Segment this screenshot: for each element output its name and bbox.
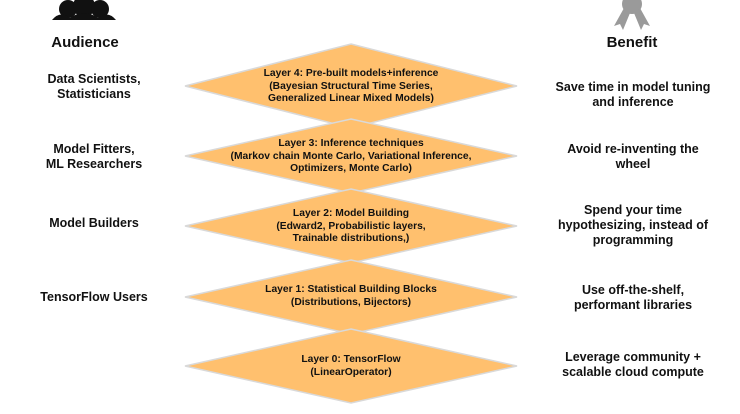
layer-1-text: Layer 1: Statistical Building Blocks (Di… [226, 284, 476, 309]
benefit-layer-3: Avoid re-inventing the wheel [540, 142, 726, 172]
audience-layer-3: Model Fitters, ML Researchers [14, 142, 174, 172]
benefit-line: performant libraries [573, 298, 693, 312]
layer-0-title: Layer 0: TensorFlow [301, 354, 401, 365]
benefit-layer-0: Leverage community + scalable cloud comp… [540, 350, 726, 380]
layer-2-detail-1: (Edward2, Probabilistic layers, [276, 220, 426, 232]
layer-3-detail-1: (Markov chain Monte Carlo, Variational I… [230, 150, 472, 162]
benefit-line: programming [592, 233, 674, 247]
benefit-line: and inference [592, 95, 674, 109]
benefit-layer-4: Save time in model tuning and inference [540, 80, 726, 110]
layer-4-detail-2: Generalized Linear Mixed Models) [268, 93, 434, 104]
layer-2-text: Layer 2: Model Building (Edward2, Probab… [226, 208, 476, 246]
layer-0-detail-1: (LinearOperator) [310, 366, 392, 378]
benefit-line: Avoid re-inventing the [567, 142, 699, 156]
benefit-header: Benefit [606, 34, 658, 51]
layer-2-detail-2: Trainable distributions,) [292, 233, 410, 244]
benefit-line: Leverage community + [565, 350, 701, 364]
audience-header: Audience [51, 34, 119, 51]
layer-0-text: Layer 0: TensorFlow (LinearOperator) [226, 354, 476, 379]
benefit-line: Save time in model tuning [555, 80, 711, 94]
audience-line: Model Fitters, [53, 142, 135, 156]
audience-layer-4: Data Scientists, Statisticians [14, 72, 174, 102]
benefit-layer-2: Spend your time hypothesizing, instead o… [540, 203, 726, 248]
benefit-layer-1: Use off-the-shelf, performant libraries [540, 283, 726, 313]
layer-3-text: Layer 3: Inference techniques (Markov ch… [226, 138, 476, 176]
audience-line: ML Researchers [45, 157, 143, 171]
layer-3-title: Layer 3: Inference techniques [278, 138, 424, 149]
layer-2-title: Layer 2: Model Building [292, 208, 410, 219]
audience-line: Model Builders [49, 216, 139, 230]
people-group-icon [52, 0, 116, 20]
benefit-line: Use off-the-shelf, [581, 283, 685, 297]
audience-line: Statisticians [57, 87, 131, 101]
layer-3-detail-2: Optimizers, Monte Carlo) [290, 163, 412, 174]
benefit-line: scalable cloud compute [562, 365, 704, 379]
benefit-line: Spend your time [584, 203, 682, 217]
audience-layer-1: TensorFlow Users [14, 290, 174, 305]
audience-line: TensorFlow Users [40, 290, 148, 304]
layer-4-title: Layer 4: Pre-built models+inference [263, 68, 439, 79]
benefit-line: wheel [615, 157, 651, 171]
audience-layer-2: Model Builders [14, 216, 174, 231]
layer-1-detail-1: (Distributions, Bijectors) [290, 296, 412, 308]
benefit-line: hypothesizing, instead of [557, 218, 708, 232]
layer-1-title: Layer 1: Statistical Building Blocks [265, 284, 437, 295]
award-ribbon-icon [614, 0, 650, 30]
layer-0-diamond [184, 328, 518, 404]
layer-4-detail-1: (Bayesian Structural Time Series, [269, 80, 433, 92]
audience-line: Data Scientists, [47, 72, 141, 86]
layer-4-text: Layer 4: Pre-built models+inference (Bay… [226, 68, 476, 106]
